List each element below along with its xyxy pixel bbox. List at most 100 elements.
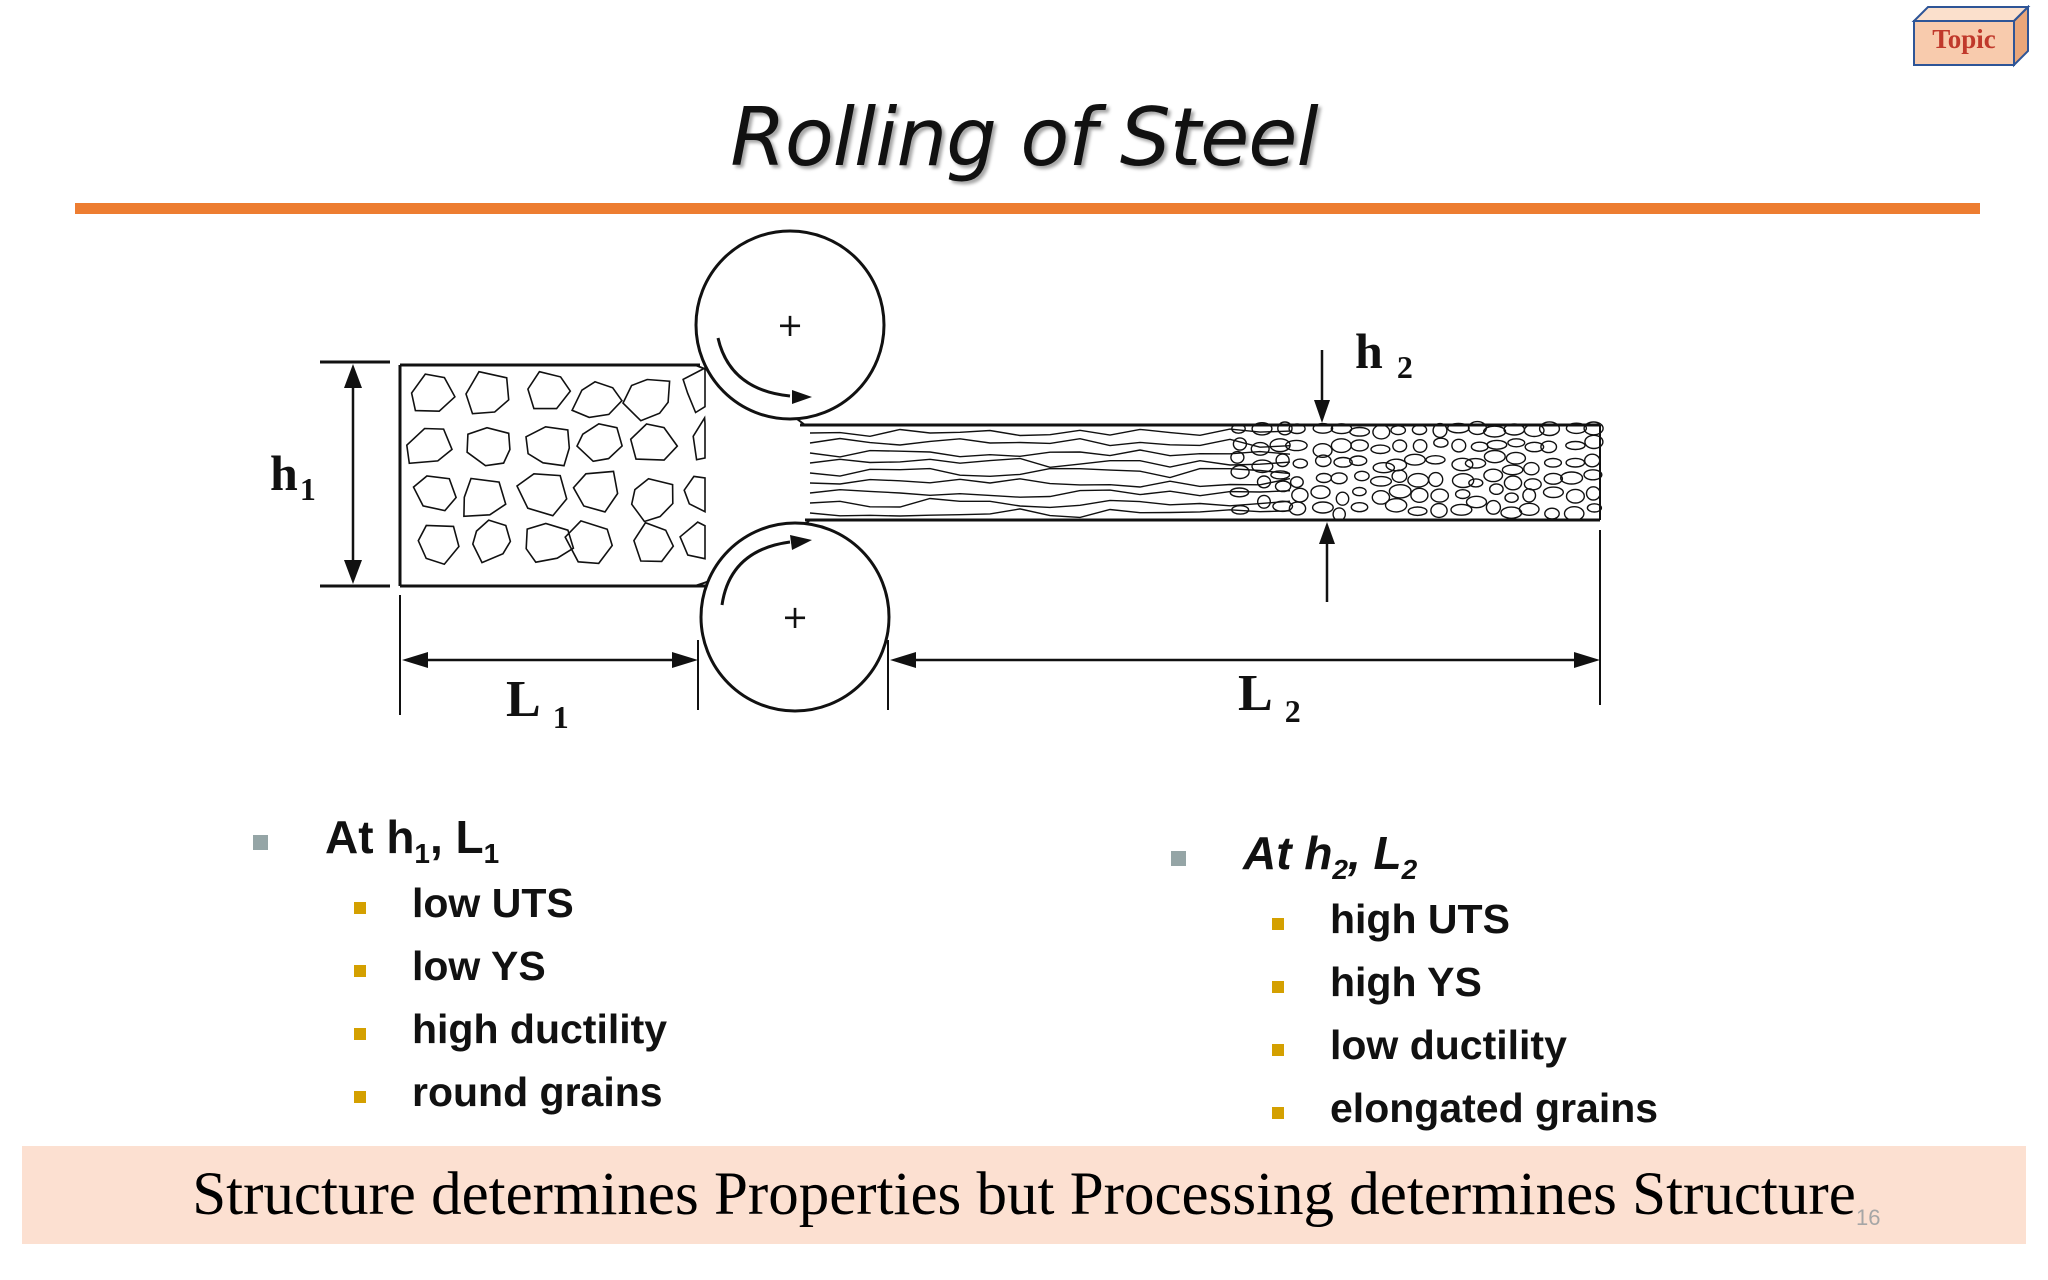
round-grain [629,423,679,461]
fine-grain [1427,471,1444,488]
round-grain [527,370,572,410]
round-grain [622,378,671,422]
fine-grain [1285,439,1308,452]
fine-grain [1500,506,1523,520]
right-item: elongated grains [1272,1085,1658,1132]
fine-grain [1565,457,1586,468]
fine-grain [1314,454,1332,468]
bottom-roll-center-mark: + [782,598,809,636]
round-grain [630,477,674,523]
fine-grain [1504,492,1519,504]
fine-grain [1277,421,1293,436]
round-grain [679,521,706,560]
fine-grain [1505,451,1527,465]
bullet-square-icon [1272,918,1284,930]
fine-grain [1388,483,1412,499]
round-grain [412,475,458,512]
fine-grain [1559,471,1584,485]
fine-grain [1369,475,1393,487]
round-grain [463,477,507,518]
fine-grain [1482,425,1507,438]
topic-button[interactable]: Topic [1910,5,2036,69]
fine-grain [1352,486,1367,497]
fine-grain [1348,455,1368,467]
fine-grain [1483,449,1506,464]
fine-grain [1291,487,1309,503]
fine-grain [1523,478,1542,491]
fine-grain [1330,438,1352,454]
round-grain [525,522,575,564]
fine-grain [1464,457,1487,469]
fine-grain [1454,489,1471,500]
round-grain [410,373,456,413]
fine-grain [1312,442,1333,458]
fine-grain [1524,441,1545,453]
elongated-grain-line [809,508,1291,519]
round-grain [572,470,619,513]
fine-grain [1289,476,1304,489]
fine-grain [1543,457,1563,468]
fine-grain [1507,438,1526,448]
fine-grain [1501,464,1524,476]
fine-grain [1274,480,1292,493]
right-item: high YS [1272,959,1482,1006]
round-grain [466,426,511,467]
right-item: high UTS [1272,896,1510,943]
fine-grain [1430,502,1448,519]
left-heading: At h1, L1 [253,810,499,870]
fine-grain [1230,450,1245,464]
bullet-square-icon [354,1028,366,1040]
left-item: high ductility [354,1006,667,1053]
fine-grain [1518,502,1540,516]
page-number: 16 [1856,1205,1881,1230]
elongated-grain-line [809,449,1291,458]
elongated-grain-line [809,477,1291,488]
bullet-square-icon [1272,981,1284,993]
elongated-grain-line [809,457,1291,469]
L1-arrow-left [402,652,428,668]
L2-arrow-left [890,652,916,668]
fine-grain [1485,499,1502,515]
fine-grain [1543,472,1564,485]
fine-grain [1584,434,1604,450]
left-item: low YS [354,943,546,990]
fine-grain [1585,486,1601,501]
fine-grain [1410,487,1429,503]
left-item: low UTS [354,880,574,927]
thin-sheet-outline [800,423,1600,522]
fine-grain [1425,454,1446,465]
fine-grain [1489,483,1504,495]
bottom-roll-arrowhead [790,535,812,550]
topic-box-shape [1911,5,2031,68]
right-heading: At h2, L2 [1171,826,1417,886]
top-roll-arrowhead [792,390,812,404]
title-divider [75,203,1980,214]
fine-grain [1407,472,1430,488]
round-grain [683,475,706,513]
fine-grain [1250,441,1270,456]
h2-bottom-arrowhead [1319,522,1335,544]
fine-grain [1288,501,1307,516]
fine-grain [1372,424,1391,440]
fine-grain [1565,440,1586,451]
elongated-grain-line [809,437,1291,448]
fine-grain [1468,478,1484,488]
fine-grain [1583,453,1601,468]
fine-grain [1586,503,1603,513]
round-grain [633,521,675,563]
bullet-square-icon [1272,1044,1284,1056]
fine-grain [1391,469,1408,484]
bullet-square-icon [253,835,268,850]
fine-grain [1483,468,1504,483]
round-grain [405,427,453,465]
round-grain [525,425,571,467]
h2-top-arrowhead [1314,400,1330,423]
right-item: low ductility [1272,1022,1567,1069]
topic-label: Topic [1932,24,1996,54]
footer-banner: Structure determines Properties but Proc… [22,1146,2026,1244]
fine-grain [1275,453,1290,468]
elongated-grain-line [809,497,1291,509]
fine-grain [1251,421,1273,436]
